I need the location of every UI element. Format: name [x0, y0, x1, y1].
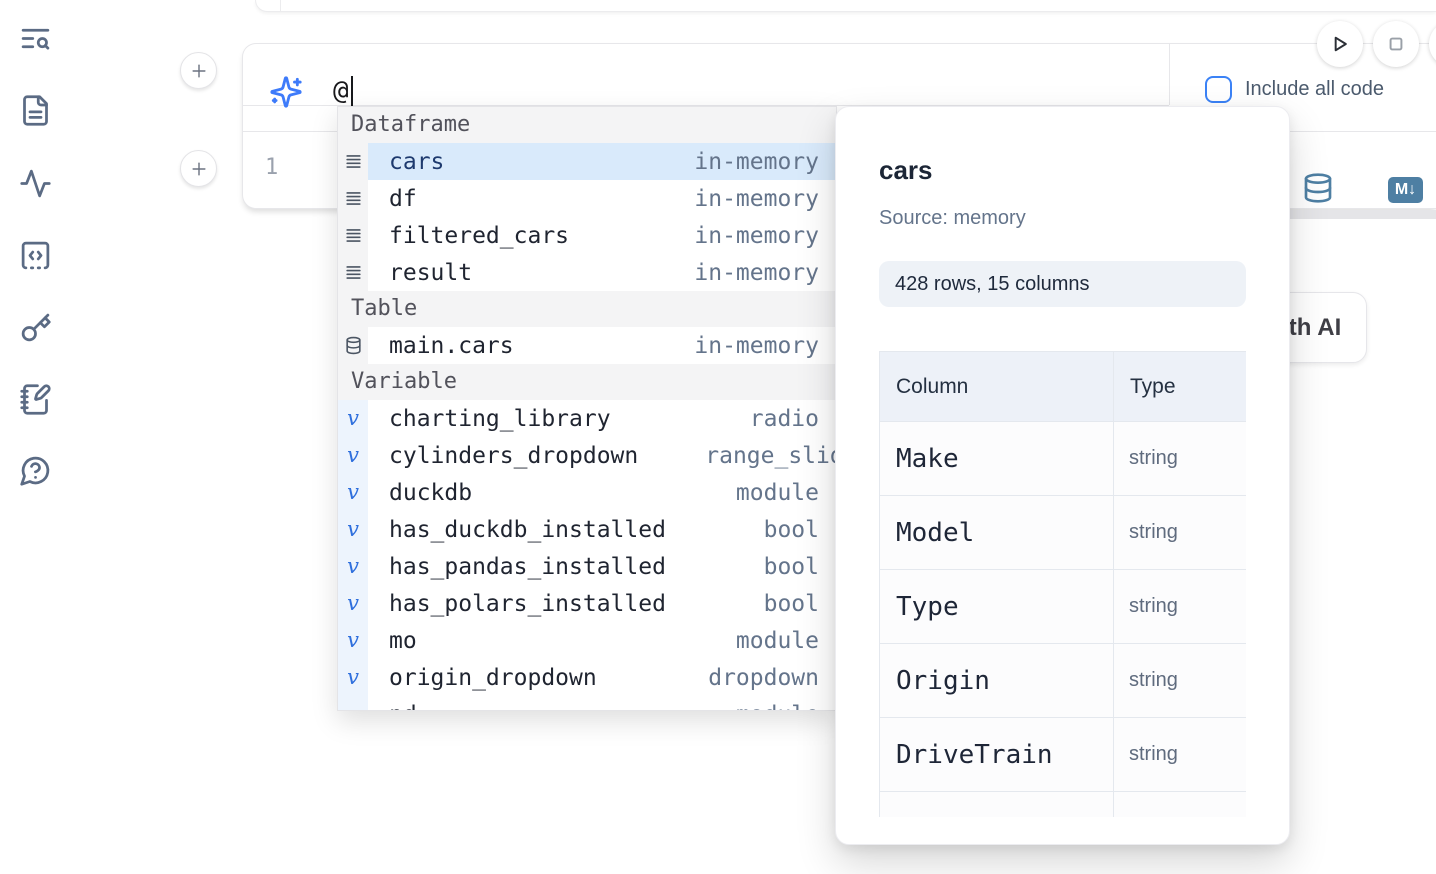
schema-header-row: Column Type — [879, 351, 1246, 422]
previous-cell-gutter-divider — [280, 0, 281, 11]
file-explorer-icon[interactable] — [18, 93, 53, 128]
include-all-code-label: Include all code — [1245, 78, 1384, 100]
sql-database-icon[interactable] — [1302, 171, 1334, 205]
schema-row: DriveTrain string — [879, 717, 1246, 792]
help-chat-icon[interactable] — [18, 453, 53, 488]
variable-icon: v — [338, 659, 368, 696]
include-all-code-checkbox[interactable] — [1205, 76, 1232, 103]
variable-icon: v — [338, 696, 368, 710]
text-cursor — [350, 76, 353, 106]
stop-button[interactable] — [1373, 21, 1419, 67]
secrets-key-icon[interactable] — [18, 310, 53, 345]
completion-section-variable: Variable — [338, 364, 836, 400]
prompt-divider — [1169, 44, 1170, 105]
variable-icon: v — [338, 548, 368, 585]
preview-schema-table: Column Type Make string Model string Typ… — [879, 351, 1246, 817]
scratchpad-icon[interactable] — [18, 382, 53, 417]
dataframe-rows-icon — [338, 254, 368, 291]
dataframe-rows-icon — [338, 180, 368, 217]
schema-row: Make string — [879, 421, 1246, 496]
code-editor-row[interactable]: 1 M↓ — [243, 133, 1436, 208]
variable-icon: v — [338, 511, 368, 548]
prompt-value: @ — [333, 76, 349, 106]
line-number: 1 — [265, 155, 279, 180]
schema-row: Type string — [879, 569, 1246, 644]
preview-shape-badge: 428 rows, 15 columns — [879, 261, 1246, 307]
preview-source: Source: memory — [879, 207, 1026, 229]
schema-row-clipped — [879, 791, 1246, 817]
variable-icon: v — [338, 400, 368, 437]
ai-prompt-input[interactable]: @ — [333, 74, 353, 108]
more-actions-button[interactable] — [1429, 21, 1436, 67]
include-all-code-control: Include all code — [1205, 76, 1384, 103]
preview-title: cars — [879, 155, 933, 185]
variable-icon: v — [338, 437, 368, 474]
previous-cell-edge — [255, 0, 1436, 12]
completion-item-pd[interactable]: v pdmodule — [338, 696, 836, 710]
completion-section-table: Table — [338, 291, 836, 327]
schema-header-type: Type — [1113, 351, 1246, 422]
table-database-icon — [338, 327, 368, 364]
activity-tracing-icon[interactable] — [18, 166, 53, 201]
schema-row: Origin string — [879, 643, 1246, 718]
prompt-input-border — [243, 105, 1169, 106]
toc-search-icon[interactable] — [18, 21, 53, 56]
completion-section-dataframe: Dataframe — [338, 107, 836, 143]
add-cell-above-button[interactable] — [180, 52, 217, 89]
schema-header-column: Column — [879, 351, 1114, 422]
markdown-badge-icon[interactable]: M↓ — [1388, 177, 1423, 203]
add-cell-below-button[interactable] — [180, 150, 217, 187]
dataframe-preview-popup: cars Source: memory 428 rows, 15 columns… — [835, 106, 1290, 845]
run-cell-button[interactable] — [1317, 21, 1363, 67]
schema-row: Model string — [879, 495, 1246, 570]
ai-sparkles-icon — [269, 75, 303, 109]
variable-icon: v — [338, 622, 368, 659]
variable-icon: v — [338, 585, 368, 622]
dataframe-rows-icon — [338, 143, 368, 180]
snippets-icon[interactable] — [18, 238, 53, 273]
variable-icon: v — [338, 474, 368, 511]
dataframe-rows-icon — [338, 217, 368, 254]
